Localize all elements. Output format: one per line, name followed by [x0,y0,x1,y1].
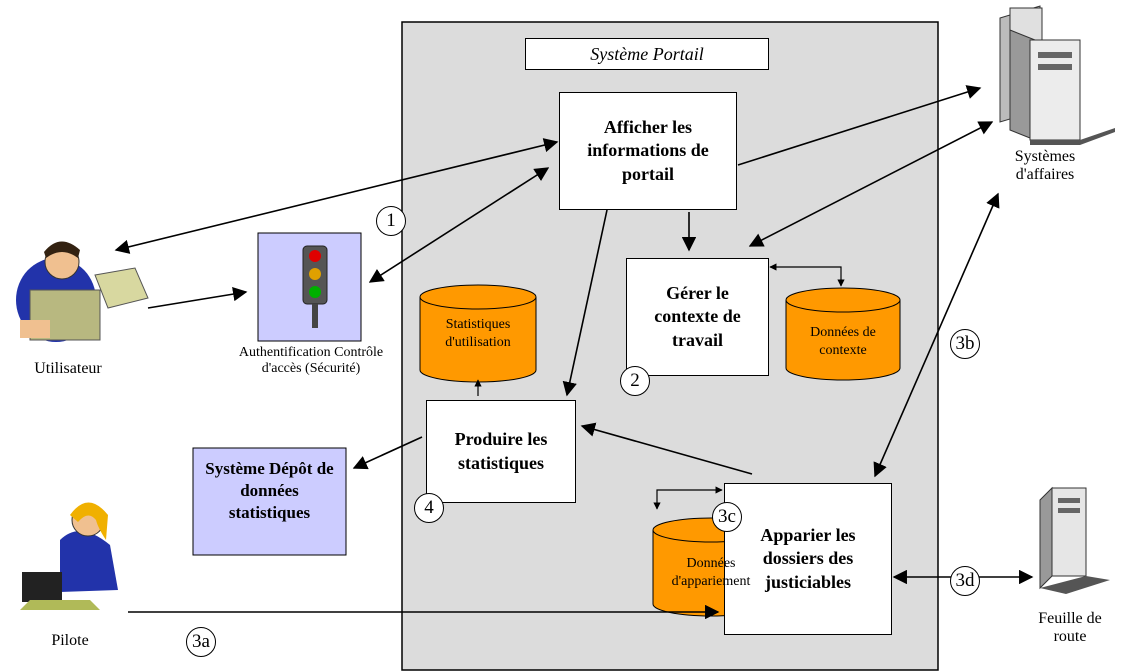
arrow-match-store [653,486,723,510]
step-3c-badge: 3c [712,502,742,532]
step-1-badge: 1 [376,206,406,236]
process-manage-context[interactable]: Gérer le contexte de travail [626,258,769,376]
arrow-display-stats [562,209,608,397]
arrow-match-stats [580,422,753,475]
process-context-label: Gérer le contexte de travail [654,282,741,350]
process-produce-stats[interactable]: Produire les statistiques [426,400,576,503]
process-display-portal[interactable]: Afficher les informations de portail [559,92,737,210]
business-systems-server-icon [999,5,1115,145]
system-title-text: Système Portail [590,43,704,64]
pilot-label: Pilote [51,632,89,649]
store-usage-stats-label: Statistiques d'utilisation [445,317,511,350]
step-3b-badge: 3b [950,329,980,359]
system-title: Système Portail [525,38,769,70]
store-context-data-label: Données de contexte [810,325,876,358]
store-matching-data-label: Données d'appariement [671,556,751,589]
arrow-context-store [769,263,845,287]
store-usage-stats [419,284,537,383]
business-systems-label: Systèmes d'affaires [1014,148,1076,184]
process-match-records[interactable]: Apparier les dossiers des justiciables [724,483,892,635]
process-display-label: Afficher les informations de portail [587,116,709,184]
store-arrows [474,263,845,510]
user-icon [16,241,149,342]
arrow-display-user [114,138,559,254]
arrow-auth-display [368,167,550,283]
process-match-label: Apparier les dossiers des justiciables [760,524,856,592]
flow-arrows [114,85,1034,620]
step-2-badge: 2 [620,366,650,396]
warehouse-label: Système Dépôt de données statistiques [205,459,334,523]
process-stats-label: Produire les statistiques [454,429,548,473]
step-4-badge: 4 [414,493,444,523]
arrow-match-business [873,192,1000,478]
pilot-icon [20,502,118,610]
auth-label: Authentification Contrôle d'accès (Sécur… [238,345,384,377]
warehouse-box [192,447,347,556]
roadmap-label: Feuille de route [1038,610,1102,646]
step-3d-badge: 3d [950,566,980,596]
user-label: Utilisateur [34,360,102,377]
arrow-stats-warehouse [352,436,423,470]
arrow-user-auth [147,286,248,309]
arrow-context-business [748,121,994,247]
roadmap-server-icon [1039,486,1110,594]
step-3a-badge: 3a [186,627,216,657]
auth-traffic-light-icon [257,232,362,342]
